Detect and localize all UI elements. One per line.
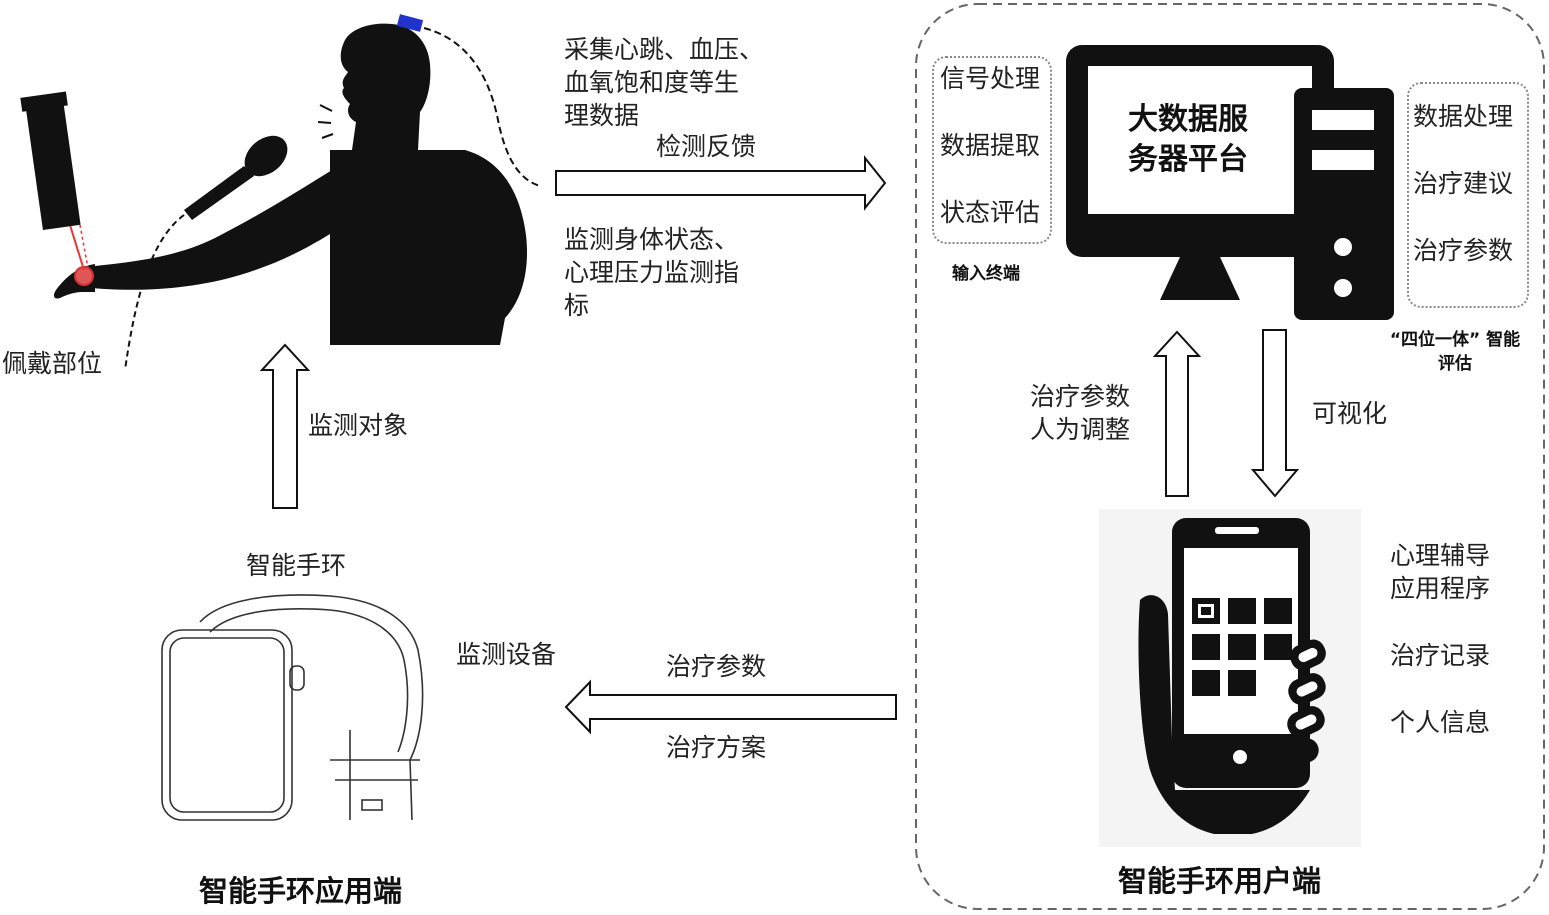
- human-silhouette-icon: [53, 23, 528, 345]
- server-title-line-1: 大数据服: [1128, 102, 1248, 137]
- monitor-line-3: 标: [564, 291, 590, 320]
- collect-line-3: 理数据: [564, 101, 640, 130]
- input-terminal-label: 输入终端: [952, 264, 1020, 284]
- output-item-process: 数据处理: [1413, 102, 1514, 131]
- input-item-extract: 数据提取: [940, 131, 1041, 160]
- user-side-region: [915, 3, 1545, 910]
- adjust-line-1: 治疗参数: [1030, 382, 1131, 411]
- monitor-state-text: 监测身体状态、 心理压力监测指 标: [564, 223, 739, 322]
- collect-data-text: 采集心跳、血压、 血氧饱和度等生 理数据: [564, 33, 764, 132]
- computer-icon: [1066, 45, 1394, 320]
- wearing-position-label: 佩戴部位: [2, 349, 103, 378]
- collect-line-2: 血氧饱和度等生: [564, 68, 740, 97]
- monitor-device-label: 监测设备: [456, 640, 557, 669]
- intelligent-assessment-box: [1407, 82, 1529, 308]
- microphone-icon: [184, 135, 288, 220]
- user-side-title: 智能手环用户端: [1118, 864, 1322, 898]
- app-item-counseling-1: 心理辅导: [1390, 541, 1491, 570]
- server-platform-title: 大数据服 务器平台: [1128, 100, 1248, 180]
- input-terminal-box: [932, 56, 1052, 244]
- visualize-label: 可视化: [1312, 399, 1388, 428]
- intelligent-assessment-label: “四位一体” 智能 评估: [1380, 328, 1530, 376]
- monitor-object-arrow-up: [259, 343, 311, 509]
- smart-band-icon: [138, 592, 428, 824]
- phone-in-hand-icon: [1099, 509, 1361, 847]
- monitor-line-2: 心理压力监测指: [564, 258, 740, 287]
- assessment-line-1: “四位一体” 智能: [1389, 330, 1521, 350]
- output-item-params: 治疗参数: [1413, 236, 1514, 265]
- input-item-evaluate: 状态评估: [940, 198, 1041, 227]
- feedback-label: 检测反馈: [656, 132, 757, 161]
- server-title-line-2: 务器平台: [1128, 142, 1248, 177]
- app-item-profile: 个人信息: [1390, 708, 1491, 737]
- app-item-counseling-2: 应用程序: [1390, 574, 1491, 603]
- adjust-arrow-up: [1152, 330, 1202, 497]
- app-item-records: 治疗记录: [1390, 641, 1491, 670]
- feedback-arrow-right: [555, 155, 887, 211]
- adjust-line-2: 人为调整: [1030, 415, 1131, 444]
- visualize-arrow-down: [1250, 329, 1300, 498]
- treatment-plan-label: 治疗方案: [666, 733, 767, 762]
- monitor-line-1: 监测身体状态、: [564, 225, 740, 254]
- laser-sensor-icon: [20, 91, 81, 231]
- input-item-signal: 信号处理: [940, 64, 1041, 93]
- treatment-arrow-left: [564, 679, 897, 735]
- smart-band-label: 智能手环: [246, 551, 347, 580]
- output-item-advice: 治疗建议: [1413, 169, 1514, 198]
- assessment-line-2: 评估: [1438, 354, 1472, 374]
- manual-adjust-label: 治疗参数 人为调整: [1030, 380, 1130, 446]
- collect-line-1: 采集心跳、血压、: [564, 35, 765, 64]
- treatment-params-label: 治疗参数: [666, 652, 767, 681]
- app-side-title: 智能手环应用端: [199, 874, 403, 908]
- monitor-object-label: 监测对象: [308, 411, 409, 440]
